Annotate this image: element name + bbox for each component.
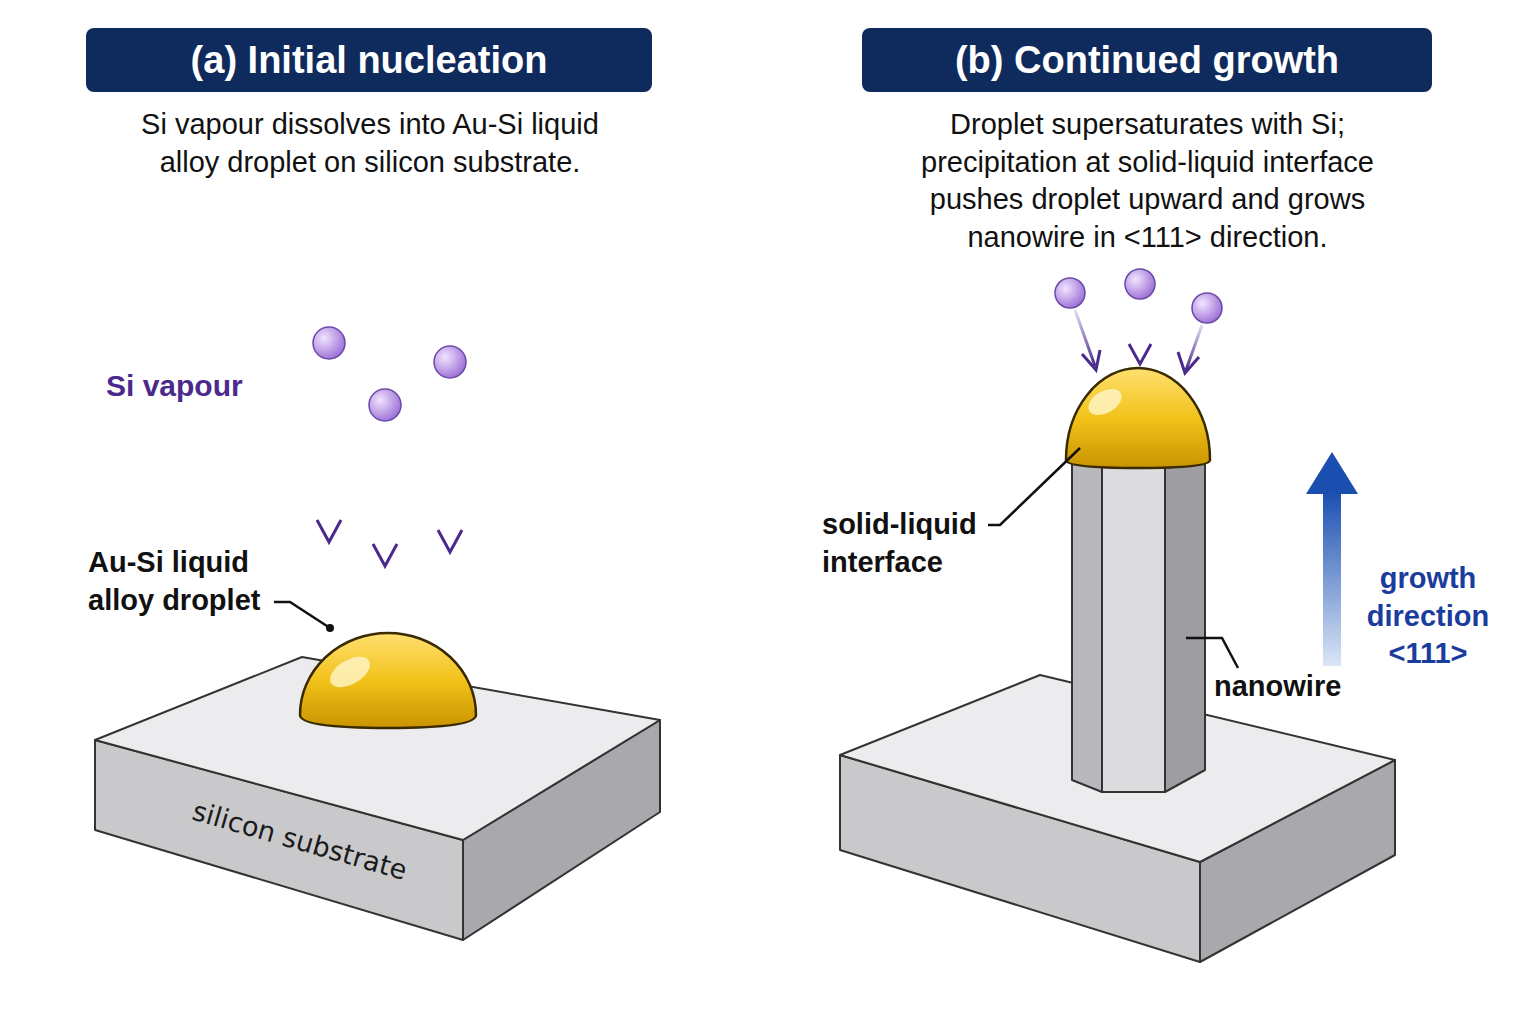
droplet-a [300, 633, 476, 728]
si-vapour-a [313, 327, 466, 566]
si-vapour-b [1055, 269, 1222, 373]
nanowire [1072, 455, 1205, 792]
description: Si vapour dissolves into Au-Si liquid al… [130, 106, 610, 181]
title-text: (b) Continued growth [955, 39, 1339, 82]
growth-arrow [1306, 452, 1358, 666]
part-label: Au-Si liquid alloy droplet [88, 544, 278, 619]
title-text: (a) Initial nucleation [191, 39, 548, 82]
droplet-b [1066, 368, 1210, 468]
part-label: nanowire [1214, 668, 1364, 706]
description: Droplet supersaturates with Si; precipit… [880, 106, 1415, 257]
part-label: solid-liquid interface [822, 506, 992, 581]
arrow-label: growth direction <111> [1358, 560, 1498, 673]
title-banner: (a) Initial nucleation [86, 28, 652, 92]
title-banner: (b) Continued growth [862, 28, 1432, 92]
leader-line [274, 602, 334, 632]
vapour-label: Si vapour [106, 366, 286, 405]
leader-line [988, 448, 1238, 668]
